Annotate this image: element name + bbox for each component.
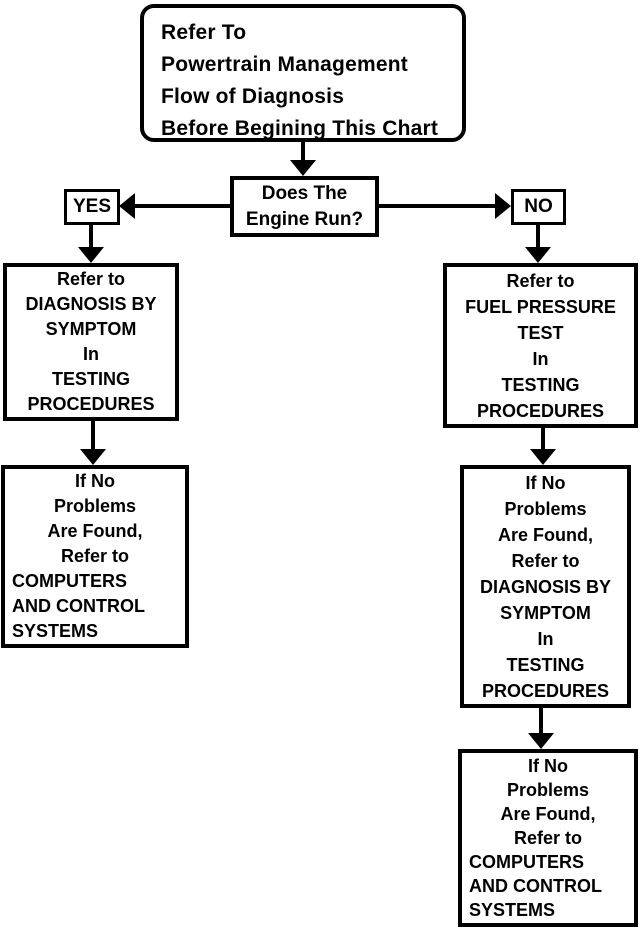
node-line: In [537, 628, 554, 649]
title-line: Before Begining This Chart [161, 117, 439, 140]
node-line: In [83, 344, 99, 364]
node-line: Problems [506, 780, 590, 800]
node-line: In [532, 348, 549, 369]
node-line: TESTING [501, 374, 580, 395]
node-line: PROCEDURES [476, 400, 605, 421]
arrowhead-left-icon [119, 193, 135, 219]
node-line: FUEL PRESSURE [465, 296, 616, 317]
connector-decision-no [379, 204, 496, 208]
node-line: COMPUTERS [12, 571, 128, 591]
arrowhead-down-icon [78, 247, 104, 263]
node-line: SYSTEMS [12, 621, 99, 641]
connector-left1-left2 [91, 420, 95, 450]
node-line: TESTING [506, 654, 585, 675]
node-line: SYMPTOM [500, 602, 591, 623]
connector-no-right1 [536, 224, 540, 249]
node-fuel-pressure-test: Refer to FUEL PRESSURE TEST In TESTING P… [443, 263, 638, 428]
decision-line: Engine Run? [245, 208, 364, 230]
node-line: Refer to [506, 270, 575, 291]
node-line: PROCEDURES [481, 680, 610, 701]
node-line: SYMPTOM [45, 319, 137, 339]
node-line: SYSTEMS [469, 900, 556, 920]
node-line: If No [525, 472, 566, 493]
connector-right2-right3 [539, 707, 543, 734]
node-line: Problems [53, 496, 137, 516]
node-line: If No [528, 756, 568, 776]
node-line: Problems [504, 498, 587, 519]
node-line: Are Found, [498, 524, 593, 545]
arrowhead-down-icon [525, 247, 551, 263]
yes-label: YES [72, 196, 112, 217]
node-line: Refer to [513, 828, 582, 848]
node-no: NO [511, 189, 566, 225]
arrowhead-down-icon [80, 449, 106, 465]
title-line: Flow of Diagnosis [161, 85, 345, 108]
node-diagnosis-by-symptom-right: If No Problems Are Found, Refer to DIAGN… [460, 465, 631, 708]
node-computers-control-systems-right: If No Problems Are Found, Refer to COMPU… [458, 749, 638, 927]
node-line: Refer to [56, 269, 125, 289]
node-yes: YES [64, 189, 120, 225]
arrowhead-down-icon [528, 733, 554, 749]
node-line: Are Found, [47, 521, 143, 541]
node-computers-control-systems-left: If No Problems Are Found, Refer to COMPU… [1, 465, 189, 648]
node-line: If No [75, 471, 115, 491]
title-line: Powertrain Management [161, 53, 408, 76]
arrowhead-down-icon [530, 449, 556, 465]
node-line: AND CONTROL [469, 876, 602, 896]
node-diagnosis-by-symptom: Refer to DIAGNOSIS BY SYMPTOM In TESTING… [3, 263, 179, 421]
decision-line: Does The [261, 182, 348, 204]
node-line: TEST [517, 322, 564, 343]
node-line: DIAGNOSIS BY [479, 576, 612, 597]
node-line: COMPUTERS [469, 852, 585, 872]
connector-right1-right2 [541, 427, 545, 450]
connector-yes-left1 [89, 224, 93, 249]
node-line: PROCEDURES [27, 394, 155, 414]
no-label: NO [524, 196, 553, 217]
arrowhead-right-icon [495, 193, 511, 219]
node-title: Refer To Powertrain Management Flow of D… [140, 4, 466, 142]
node-line: Refer to [60, 546, 129, 566]
node-line: Refer to [511, 550, 580, 571]
node-line: AND CONTROL [12, 596, 145, 616]
connector-decision-yes [132, 204, 230, 208]
connector-title-decision [301, 140, 305, 162]
title-line: Refer To [161, 21, 247, 44]
arrowhead-down-icon [290, 160, 316, 176]
node-line: Are Found, [500, 804, 596, 824]
node-line: TESTING [51, 369, 130, 389]
node-decision-engine-run: Does The Engine Run? [230, 176, 379, 237]
node-line: DIAGNOSIS BY [25, 294, 157, 314]
